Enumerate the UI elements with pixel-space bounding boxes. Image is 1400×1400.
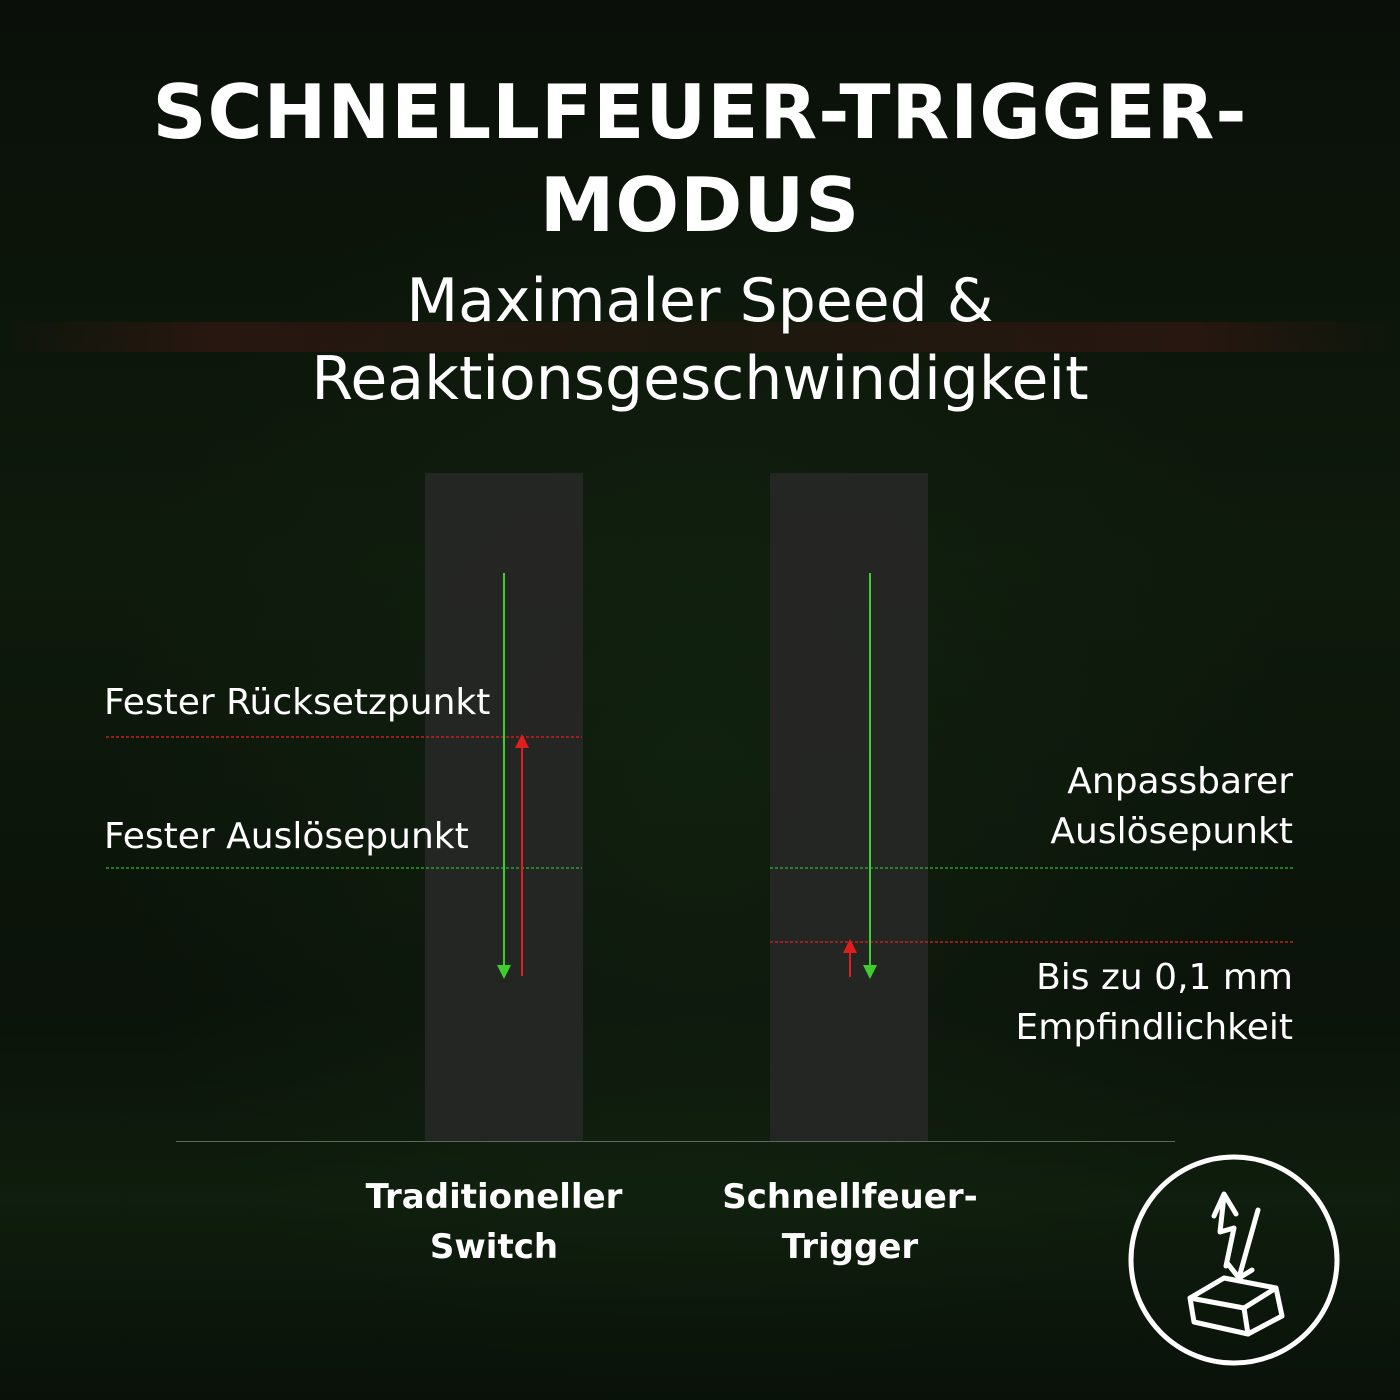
subtitle-line-1: Maximaler Speed &	[406, 266, 994, 336]
rapid-caption-line-2: Trigger	[781, 1227, 919, 1267]
adjustable-actuation-label: Anpassbarer Auslösepunkt	[1050, 757, 1293, 857]
background-glow-band	[0, 322, 1400, 352]
sensitivity-line-1: Bis zu 0,1 mm	[1036, 957, 1293, 998]
traditional-caption-line-2: Switch	[429, 1227, 559, 1267]
page-subtitle: Maximaler Speed & Reaktionsgeschwindigke…	[0, 262, 1400, 418]
traditional-caption-line-1: Traditioneller	[365, 1177, 623, 1217]
subtitle-line-2: Reaktionsgeschwindigkeit	[311, 344, 1089, 414]
fixed-actuation-label: Fester Auslösepunkt	[104, 816, 469, 857]
fixed-reset-label: Fester Rücksetzpunkt	[104, 682, 491, 723]
title-line-2: MODUS	[539, 161, 861, 249]
baseline-divider	[176, 1141, 1175, 1142]
rapid-trigger-column	[770, 473, 928, 1141]
adjustable-line-1: Anpassbarer	[1067, 761, 1293, 802]
title-line-1: SCHNELLFEUER-TRIGGER-	[152, 68, 1248, 156]
adjustable-line-2: Auslösepunkt	[1050, 811, 1293, 852]
sensitivity-label: Bis zu 0,1 mm Empfindlichkeit	[1016, 953, 1293, 1053]
rapid-trigger-caption: Schnellfeuer- Trigger	[700, 1172, 1000, 1272]
traditional-switch-caption: Traditioneller Switch	[344, 1172, 644, 1272]
rapid-trigger-keycap-icon	[1128, 1154, 1340, 1366]
rapid-caption-line-1: Schnellfeuer-	[722, 1177, 978, 1217]
page-title: SCHNELLFEUER-TRIGGER- MODUS	[0, 66, 1400, 252]
sensitivity-line-2: Empfindlichkeit	[1015, 1007, 1293, 1048]
background-floor	[0, 1000, 1400, 1400]
